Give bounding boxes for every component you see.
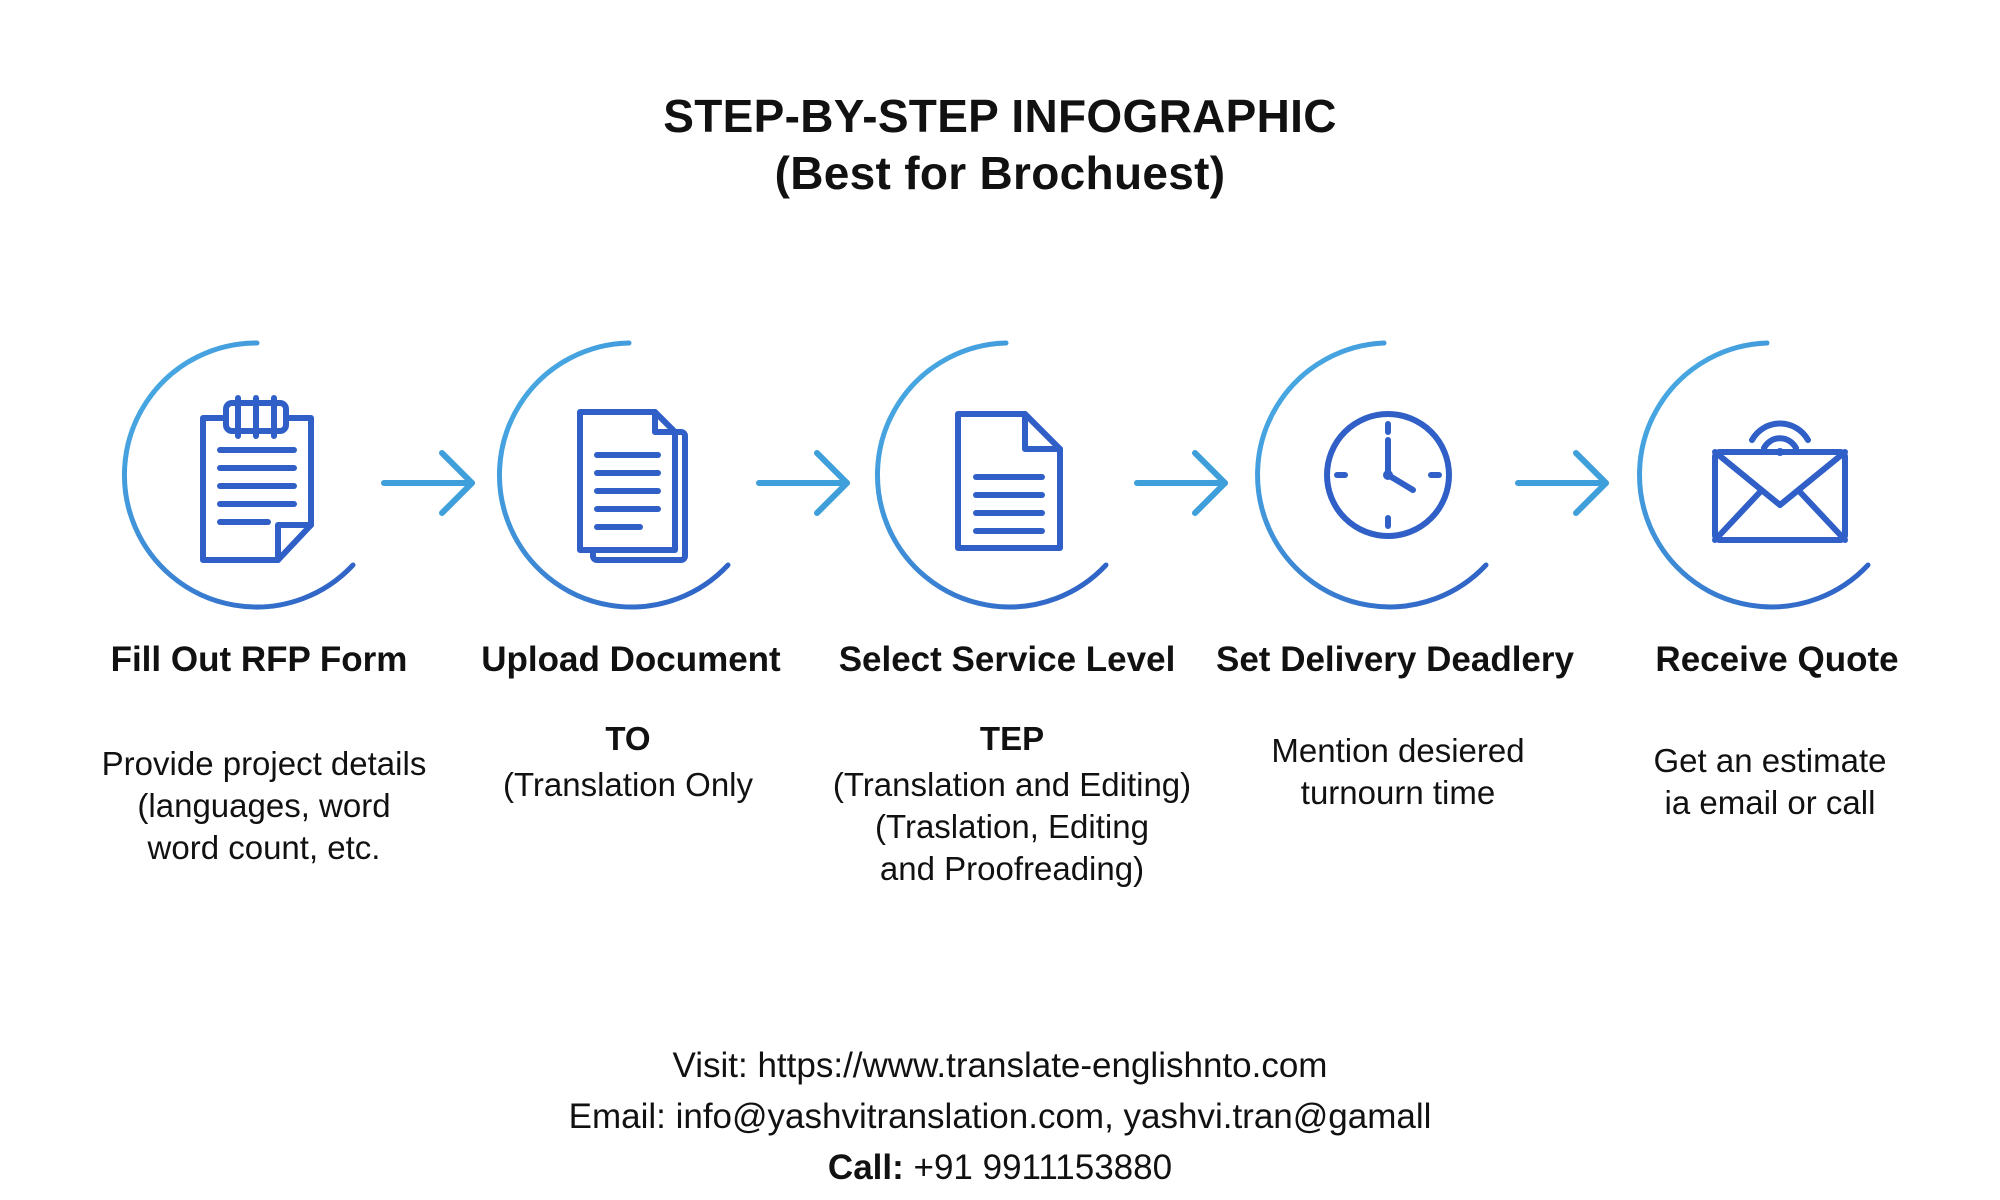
footer-call-number: +91 9911153880 [903, 1148, 1173, 1187]
step-1-graphic [121, 340, 356, 610]
step-4-ring [1255, 340, 1489, 610]
rfp-form-icon [200, 395, 314, 563]
clock-icon [1324, 411, 1452, 539]
step-3-ring [875, 340, 1109, 610]
footer-visit-link[interactable]: Visit: https://www.translate-englishnto.… [672, 1046, 1328, 1085]
step-1-description-line: (languages, word [137, 787, 391, 824]
step-4-title: Set Delivery Deadlery [1216, 640, 1574, 679]
step-1-ring [121, 340, 356, 610]
step-3-title: Select Service Level [838, 640, 1176, 679]
step-2-description: (Translation Only [428, 764, 828, 806]
step-2-ring [497, 340, 731, 610]
footer-call-label: Call: [827, 1148, 904, 1187]
step-3-description: (Translation and Editing) (Traslation, E… [812, 764, 1212, 890]
arrow-1 [381, 450, 475, 516]
step-3-graphic [875, 340, 1109, 610]
step-2-description-line: (Translation Only [502, 766, 754, 803]
step-5-description: Get an estimate ia email or call [1570, 740, 1970, 824]
step-3-description-line: (Traslation, Editing [875, 808, 1149, 845]
step-3-subtitle: TEP [979, 720, 1045, 757]
upload-document-icon [577, 409, 688, 563]
step-1-title: Fill Out RFP Form [110, 640, 408, 679]
step-1-description: Provide project details (languages, word… [64, 743, 464, 869]
arrow-2 [756, 450, 850, 516]
contact-footer: Visit: https://www.translate-englishnto.… [0, 1040, 2000, 1193]
step-4-graphic [1255, 340, 1489, 610]
step-2-graphic [497, 340, 731, 610]
step-1-description-line: Provide project details [101, 745, 427, 782]
step-4-description: Mention desiered turnourn time [1198, 730, 1598, 814]
title-line-1: STEP-BY-STEP INFOGRAPHIC [663, 90, 1337, 142]
arrow-3 [1134, 450, 1228, 516]
step-4-description-line: Mention desiered [1271, 732, 1525, 769]
title-line-2: (Best for Brochuest) [774, 147, 1226, 199]
step-5-graphic [1637, 340, 1871, 610]
arrow-4 [1515, 450, 1609, 516]
step-3-description-line: and Proofreading) [879, 850, 1145, 887]
step-5-description-line: ia email or call [1664, 784, 1876, 821]
footer-email-link[interactable]: Email: info@yashvitranslation.com, yashv… [568, 1097, 1432, 1136]
footer-call[interactable]: Call: +91 9911153880 [0, 1142, 2000, 1193]
step-1-description-line: word count, etc. [147, 829, 381, 866]
step-2-subtitle: TO [605, 720, 651, 757]
document-icon [955, 411, 1063, 551]
email-envelope-icon [1712, 420, 1848, 543]
page-title: STEP-BY-STEP INFOGRAPHIC (Best for Broch… [0, 88, 2000, 202]
step-3-description-line: (Translation and Editing) [832, 766, 1192, 803]
step-5-description-line: Get an estimate [1653, 742, 1887, 779]
step-2-title: Upload Document [481, 640, 781, 679]
step-4-description-line: turnourn time [1300, 774, 1496, 811]
step-5-title: Receive Quote [1655, 640, 1899, 679]
step-5-ring [1637, 340, 1871, 610]
